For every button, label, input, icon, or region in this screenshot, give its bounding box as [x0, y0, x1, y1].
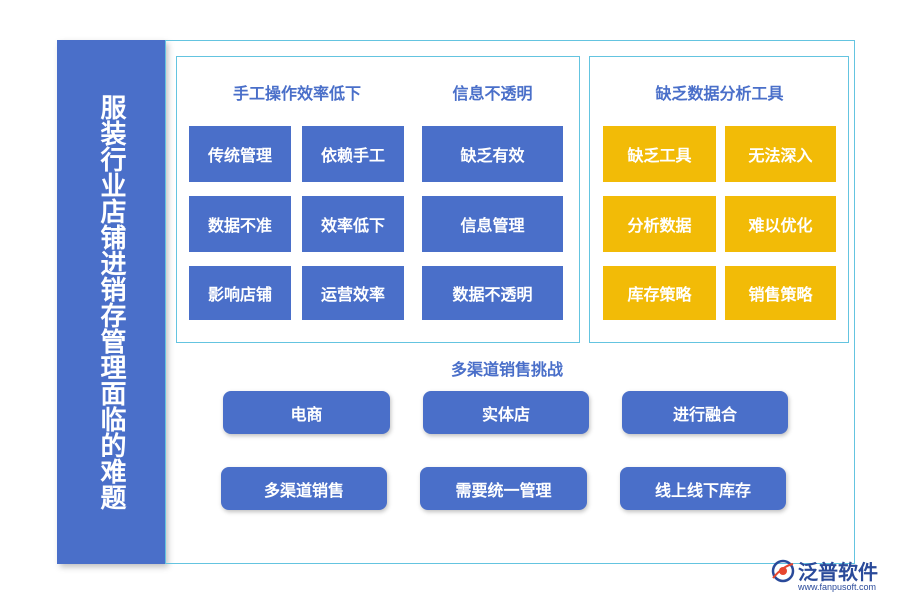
box-cannot-deepen: 无法深入	[725, 126, 836, 182]
box-traditional-management: 传统管理	[189, 126, 291, 182]
data-analysis-heading: 缺乏数据分析工具	[655, 84, 784, 103]
pill-multichannel-sales: 多渠道销售	[221, 467, 387, 510]
logo-url: www.fanpusoft.com	[798, 582, 877, 592]
box-operation-efficiency: 运营效率	[302, 266, 404, 320]
box-hard-optimize: 难以优化	[725, 196, 836, 252]
box-inaccurate-data: 数据不准	[189, 196, 291, 252]
pill-unified-management: 需要统一管理	[420, 467, 587, 510]
pill-ecommerce: 电商	[223, 391, 390, 434]
box-lack-effective: 缺乏有效	[422, 126, 563, 182]
logo-name: 泛普软件	[798, 560, 878, 584]
multichannel-heading: 多渠道销售挑战	[450, 360, 563, 379]
box-sales-strategy: 销售策略	[725, 266, 836, 320]
box-low-efficiency: 效率低下	[302, 196, 404, 252]
info-opacity-heading: 信息不透明	[452, 84, 533, 103]
pill-integrate: 进行融合	[622, 391, 788, 434]
main-title: 服装行业店铺进销存管理面临的难题	[96, 94, 126, 510]
logo-icon	[771, 559, 795, 583]
box-inventory-strategy: 库存策略	[603, 266, 716, 320]
pill-physical-store: 实体店	[423, 391, 589, 434]
box-rely-manual: 依赖手工	[302, 126, 404, 182]
box-lack-tools: 缺乏工具	[603, 126, 716, 182]
box-info-management: 信息管理	[422, 196, 563, 252]
pill-online-offline-inventory: 线上线下库存	[620, 467, 786, 510]
outer-frame	[165, 40, 855, 564]
box-affect-store: 影响店铺	[189, 266, 291, 320]
brand-logo: 泛普软件 www.fanpusoft.com	[770, 556, 894, 596]
box-analyze-data: 分析数据	[603, 196, 716, 252]
manual-efficiency-heading: 手工操作效率低下	[232, 84, 361, 103]
box-data-opaque: 数据不透明	[422, 266, 563, 320]
side-title-bar: 服装行业店铺进销存管理面临的难题	[57, 40, 165, 564]
